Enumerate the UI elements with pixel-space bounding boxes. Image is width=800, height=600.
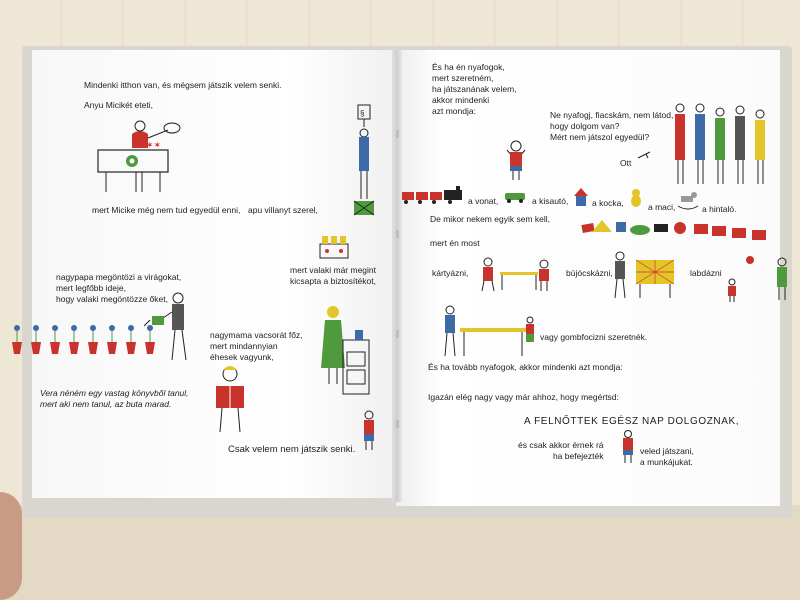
- text-line: veled játszani, a munkájukat.: [640, 446, 694, 467]
- small-boy-icon: [364, 410, 374, 450]
- grandma-cooking-icon: [321, 306, 370, 395]
- text-line: a maci,: [648, 202, 676, 212]
- text-line: nagypapa megöntözi a virágokat, mert leg…: [56, 272, 182, 304]
- toy-car-icon: [505, 193, 525, 203]
- father-ladder-icon: §: [353, 104, 375, 216]
- text-line: bújócskázni,: [566, 268, 613, 278]
- book-spine: [392, 50, 402, 502]
- ball-icon: [728, 256, 787, 302]
- text-line: és csak akkor érnek rá ha befejezték: [518, 440, 604, 461]
- teddy-bear-icon: [631, 189, 641, 207]
- text-line: nagymama vacsorát főz, mert mindannyian …: [210, 330, 303, 362]
- svg-text:✶✶: ✶✶: [146, 140, 161, 150]
- text-line: mert én most: [430, 238, 480, 248]
- text-line: apu villanyt szerel,: [248, 205, 318, 215]
- text-line: És ha tovább nyafogok, akkor mindenki az…: [428, 362, 623, 372]
- text-line: mert valaki már megint kicsapta a biztos…: [290, 265, 376, 286]
- flower-pot-icon: [12, 324, 156, 355]
- spine-stitch: [396, 330, 399, 338]
- text-line: És ha én nyafogok, mert szeretném, ha já…: [432, 62, 517, 116]
- text-line: a kocka,: [592, 198, 624, 208]
- text-line: Vera néném egy vastag könyvből tanul, me…: [40, 388, 189, 409]
- text-line: Mindenki itthon van, és mégsem játszik v…: [84, 80, 282, 90]
- text-line: mert Micike még nem tud egyedül enni,: [92, 205, 241, 215]
- aunt-reading-icon: [216, 366, 244, 433]
- svg-text:§: §: [360, 109, 364, 118]
- button-football-icon: [444, 305, 534, 357]
- spine-stitch: [396, 420, 399, 428]
- pointing-hand-icon: [637, 151, 651, 159]
- spine-stitch: [396, 130, 399, 138]
- hide-and-seek-icon: [614, 251, 675, 299]
- text-line: vagy gombfocizni szeretnék.: [540, 332, 648, 342]
- mother-feeding-icon: ✶✶: [97, 120, 181, 192]
- small-boy-icon: [623, 430, 633, 463]
- grumpy-boy-icon: [506, 140, 526, 180]
- toy-pile-icon: [581, 220, 766, 240]
- fuse-box-icon: [319, 236, 349, 259]
- text-line: De mikor nekem egyik sem kell,: [430, 214, 550, 224]
- text-line: Anyu Micikét eteti,: [84, 100, 153, 110]
- toy-block-icon: [574, 188, 588, 206]
- left-page: [32, 50, 396, 498]
- rocking-horse-icon: [677, 192, 699, 210]
- heading-line: A FELNŐTTEK EGÉSZ NAP DOLGOZNAK,: [524, 416, 740, 427]
- grandpa-watering-icon: [143, 292, 187, 361]
- toy-train-icon: [402, 186, 462, 204]
- thumb: [0, 492, 22, 600]
- spine-stitch: [396, 230, 399, 238]
- text-line: a vonat,: [468, 196, 499, 206]
- text-line: a hintaló.: [702, 204, 737, 214]
- text-line: Csak velem nem játszik senki.: [228, 444, 356, 455]
- card-playing-icon: [481, 257, 549, 292]
- text-line: Ott: [620, 158, 632, 168]
- text-line: Igazán elég nagy vagy már ahhoz, hogy me…: [428, 392, 619, 402]
- text-line: kártyázni,: [432, 268, 469, 278]
- family-standing-icon: [675, 103, 765, 184]
- text-line: labdázni: [690, 268, 722, 278]
- text-line: Ne nyafogj, fiacskám, nem látod, hogy do…: [550, 110, 674, 142]
- text-line: a kisautó,: [532, 196, 569, 206]
- table-surface: [0, 505, 800, 600]
